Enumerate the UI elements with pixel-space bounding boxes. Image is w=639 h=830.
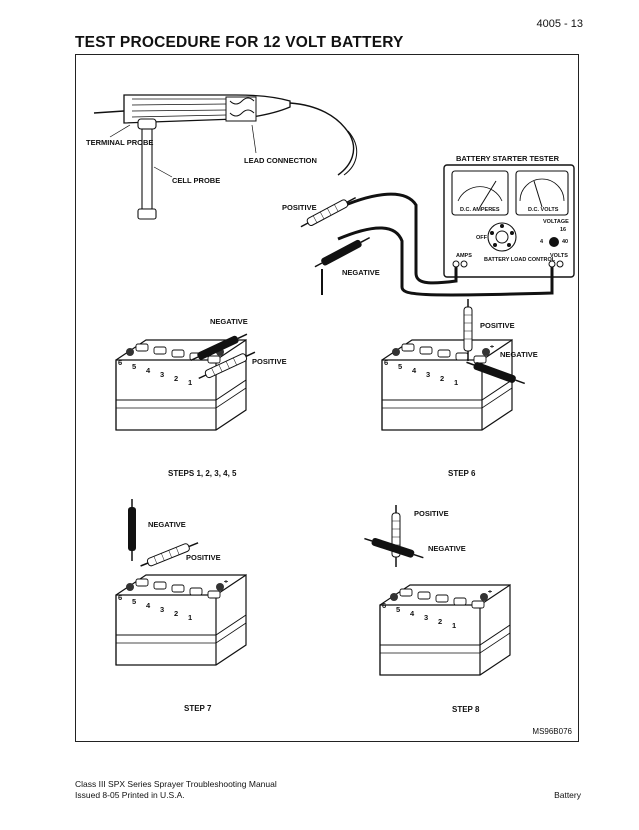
svg-text:5: 5	[132, 362, 136, 371]
svg-text:4: 4	[412, 366, 417, 375]
terminal-probe-label: TERMINAL PROBE	[86, 138, 153, 147]
svg-text:6: 6	[384, 358, 388, 367]
svg-text:3: 3	[426, 370, 430, 379]
footer-issue-line: Issued 8-05 Printed in U.S.A.	[75, 790, 185, 800]
volts-label: VOLTS	[550, 253, 568, 259]
battery-step-7	[115, 574, 247, 666]
svg-text:1: 1	[454, 378, 458, 387]
cell-numbers-s7: 6 5 4 3 2 1	[118, 593, 192, 622]
negative-label-s1: NEGATIVE	[210, 317, 248, 326]
voltage-16-label: 16	[560, 227, 566, 233]
svg-text:3: 3	[160, 605, 164, 614]
dc-volts-label: D.C. VOLTS	[528, 207, 559, 213]
svg-text:2: 2	[440, 374, 444, 383]
voltage-label: VOLTAGE	[543, 219, 569, 225]
svg-text:1: 1	[452, 621, 456, 630]
figure-frame: TERMINAL PROBE LEAD CONNECTION CELL PROB…	[75, 54, 579, 742]
page-number: 4005 - 13	[536, 18, 583, 30]
battery-starter-tester	[443, 164, 575, 278]
battery-step-8	[379, 584, 511, 676]
footer-section: Battery	[554, 790, 581, 800]
step-caption-7: STEP 7	[184, 704, 212, 713]
negative-label-top: NEGATIVE	[342, 268, 380, 277]
svg-text:3: 3	[160, 370, 164, 379]
cell-numbers-s8: 6 5 4 3 2 1	[382, 601, 456, 630]
negative-probe	[312, 233, 373, 272]
negative-label-s6: NEGATIVE	[500, 350, 538, 359]
amps-label: AMPS	[456, 253, 472, 259]
svg-text:5: 5	[398, 362, 402, 371]
positive-label-s8: POSITIVE	[414, 509, 449, 518]
battery-step-6	[381, 339, 513, 431]
negative-label-s8: NEGATIVE	[428, 544, 466, 553]
svg-text:2: 2	[438, 617, 442, 626]
svg-text:6: 6	[118, 593, 122, 602]
voltage-4-label: 4	[540, 239, 544, 245]
svg-text:5: 5	[132, 597, 136, 606]
svg-text:5: 5	[396, 605, 400, 614]
positive-label-s1: POSITIVE	[252, 357, 287, 366]
figure-reference: MS96B076	[532, 727, 572, 736]
negative-label-s7: NEGATIVE	[148, 520, 186, 529]
svg-text:1: 1	[188, 378, 192, 387]
page-title: TEST PROCEDURE FOR 12 VOLT BATTERY	[75, 34, 404, 51]
footer-left: Class III SPX Series Sprayer Troubleshoo…	[75, 779, 277, 801]
svg-text:2: 2	[174, 374, 178, 383]
svg-text:1: 1	[188, 613, 192, 622]
positive-probe	[298, 193, 359, 232]
svg-text:4: 4	[146, 366, 151, 375]
cell-probe-label: CELL PROBE	[172, 176, 220, 185]
battery-steps-1-5	[115, 339, 247, 431]
svg-text:4: 4	[146, 601, 151, 610]
lead-connection-label: LEAD CONNECTION	[244, 156, 317, 165]
step-caption-1-5: STEPS 1, 2, 3, 4, 5	[168, 469, 237, 478]
terminal-probe-drawing	[93, 94, 358, 220]
cell-numbers-s1: 6 5 4 3 2 1	[118, 358, 192, 387]
svg-text:6: 6	[382, 601, 386, 610]
svg-text:3: 3	[424, 613, 428, 622]
positive-label-s6: POSITIVE	[480, 321, 515, 330]
step-caption-6: STEP 6	[448, 469, 476, 478]
dc-amperes-label: D.C. AMPERES	[460, 207, 500, 213]
off-label: OFF	[476, 235, 488, 241]
tester-title: BATTERY STARTER TESTER	[456, 154, 560, 163]
svg-text:2: 2	[174, 609, 178, 618]
step-caption-8: STEP 8	[452, 705, 480, 714]
cell-numbers-s6: 6 5 4 3 2 1	[384, 358, 458, 387]
svg-text:4: 4	[410, 609, 415, 618]
footer-manual-title: Class III SPX Series Sprayer Troubleshoo…	[75, 779, 277, 789]
svg-text:6: 6	[118, 358, 122, 367]
positive-label-top: POSITIVE	[282, 203, 317, 212]
voltage-40-label: 40	[562, 239, 568, 245]
battery-test-illustration: TERMINAL PROBE LEAD CONNECTION CELL PROB…	[86, 94, 575, 714]
positive-label-s7: POSITIVE	[186, 553, 221, 562]
load-control-label: BATTERY LOAD CONTROL	[484, 257, 556, 263]
